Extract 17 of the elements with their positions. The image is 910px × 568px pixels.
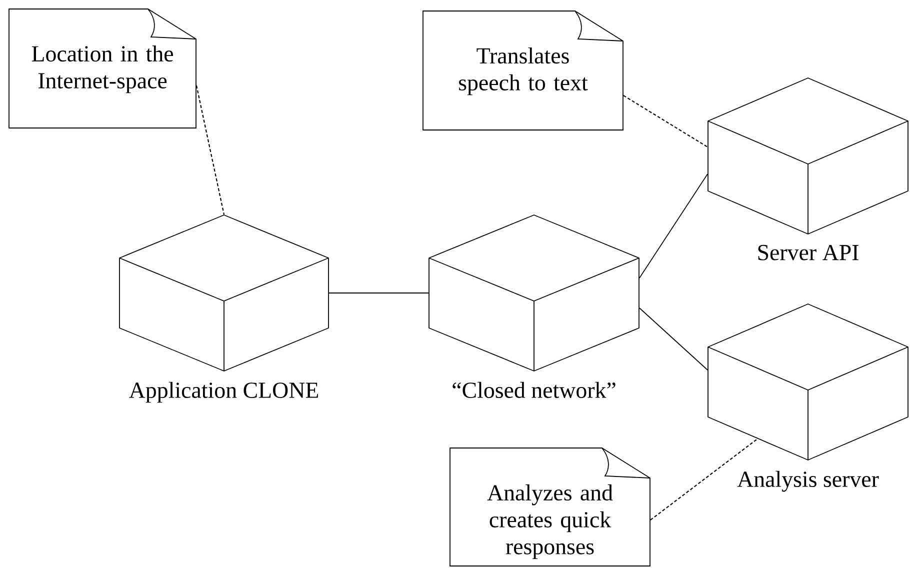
connector-line (328, 292, 429, 294)
node-caption: Server API (758, 244, 858, 260)
server-cube (428, 214, 640, 372)
node-caption: Analysis server (737, 470, 879, 492)
note-box: Location in the Internet-space (8, 8, 196, 128)
node-caption: Application CLONE (129, 382, 318, 403)
leader-line (650, 438, 758, 520)
note-box: Analyzes and creates quick responses (450, 448, 650, 566)
server-cube (708, 304, 908, 460)
node-caption: “Closed network” (452, 382, 616, 398)
connector-line (639, 174, 708, 278)
server-cube (708, 78, 908, 234)
server-cube (119, 214, 329, 372)
leader-line (623, 95, 708, 148)
leader-line (196, 85, 225, 215)
connector-line (639, 308, 708, 370)
note-box: Translates speech to text (422, 10, 624, 130)
